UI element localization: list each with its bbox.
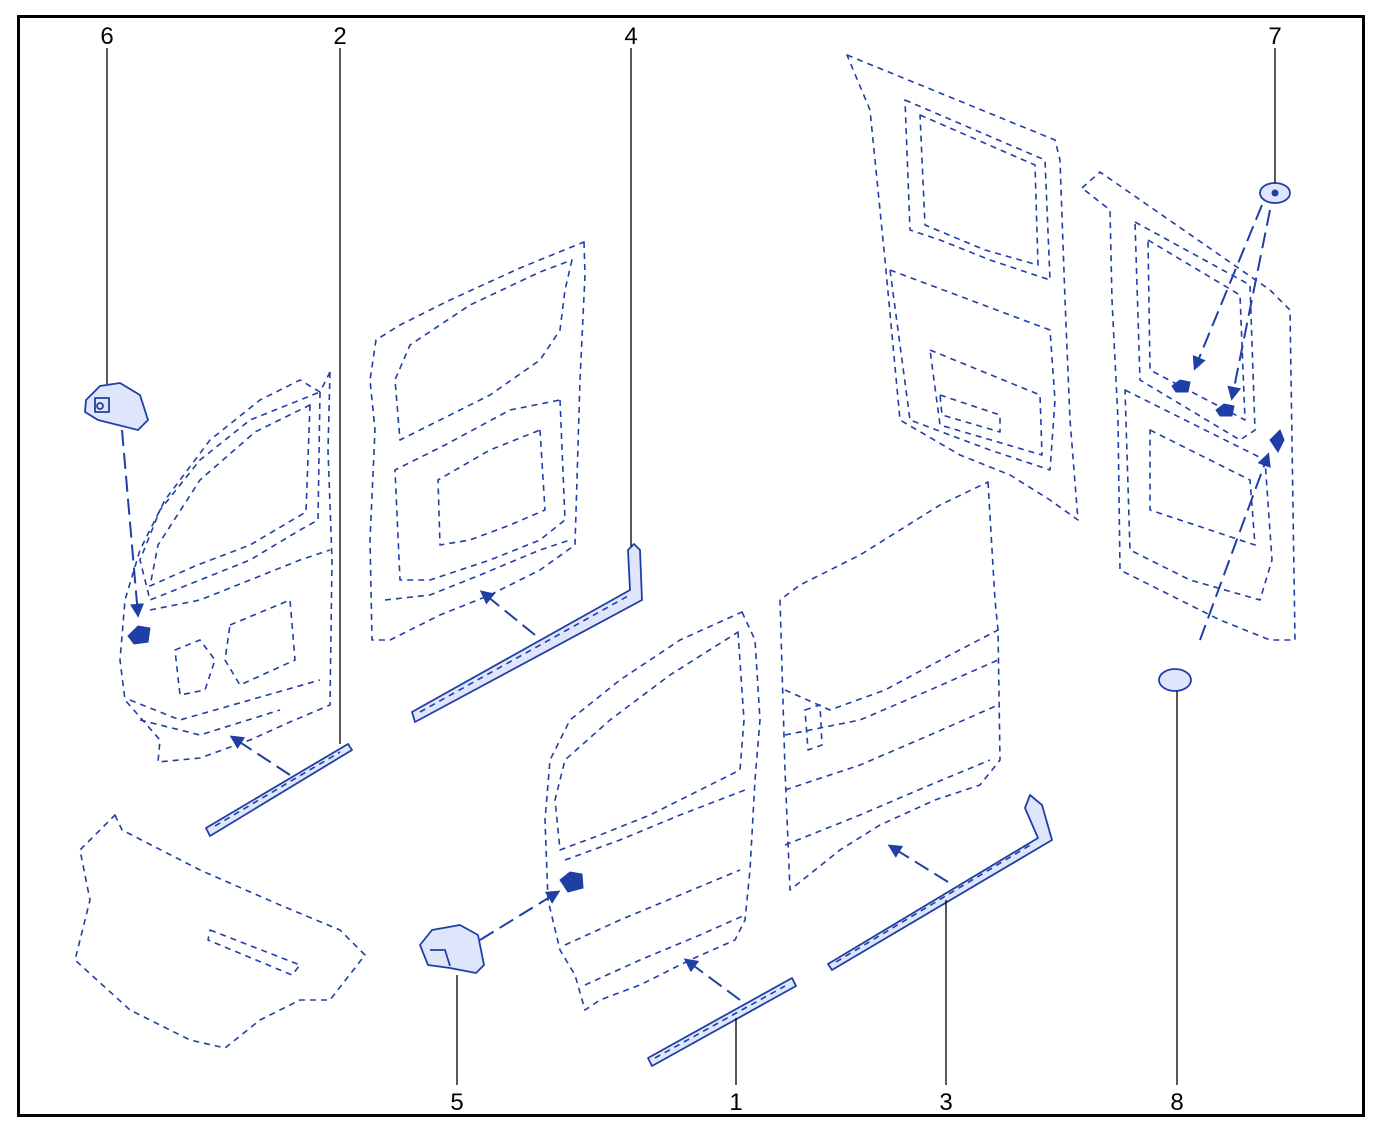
callout-4: 4 bbox=[624, 23, 637, 50]
arrow-7a bbox=[1192, 204, 1263, 371]
part-7-plug bbox=[1259, 182, 1291, 204]
hood-detail bbox=[207, 929, 301, 976]
sliding-side-door bbox=[779, 481, 1001, 891]
rear-left-door bbox=[369, 241, 586, 641]
callout-3: 3 bbox=[939, 1089, 952, 1116]
part-2-sill-strip bbox=[205, 743, 353, 837]
front-left-door bbox=[119, 371, 333, 763]
callout-6: 6 bbox=[100, 23, 113, 50]
part-6-mount-point bbox=[127, 625, 151, 645]
arrow-5 bbox=[479, 890, 561, 941]
part-7-hole-a bbox=[1171, 379, 1191, 393]
part-1-sill-strip bbox=[647, 977, 797, 1067]
diagram-frame bbox=[17, 15, 1365, 1117]
arrow-1 bbox=[683, 958, 741, 1001]
part-4-sill-strip bbox=[411, 543, 643, 723]
part-6-bracket bbox=[84, 382, 149, 431]
arrow-2 bbox=[229, 735, 291, 776]
rear-door-left bbox=[846, 54, 1079, 521]
callout-labels: 6 2 4 7 5 1 3 8 bbox=[100, 23, 1281, 1116]
part-5-mount-point bbox=[559, 871, 584, 893]
part-7-hole-b bbox=[1215, 403, 1235, 417]
arrow-3 bbox=[887, 844, 949, 883]
arrow-6 bbox=[121, 429, 145, 618]
callout-2: 2 bbox=[333, 23, 346, 50]
callout-5: 5 bbox=[450, 1089, 463, 1116]
part-3-sill-strip bbox=[827, 794, 1053, 971]
arrow-4 bbox=[479, 590, 536, 636]
part-8-plug bbox=[1158, 668, 1192, 692]
arrow-8 bbox=[1199, 452, 1271, 641]
callout-1: 1 bbox=[729, 1089, 742, 1116]
leader-lines bbox=[106, 48, 1276, 1085]
front-right-door bbox=[544, 611, 761, 1011]
callout-7: 7 bbox=[1268, 23, 1281, 50]
callout-8: 8 bbox=[1170, 1089, 1183, 1116]
part-8-hole bbox=[1269, 429, 1285, 453]
arrow-7b bbox=[1227, 209, 1271, 401]
hood-panel bbox=[74, 814, 366, 1049]
part-5-bracket bbox=[419, 924, 485, 974]
